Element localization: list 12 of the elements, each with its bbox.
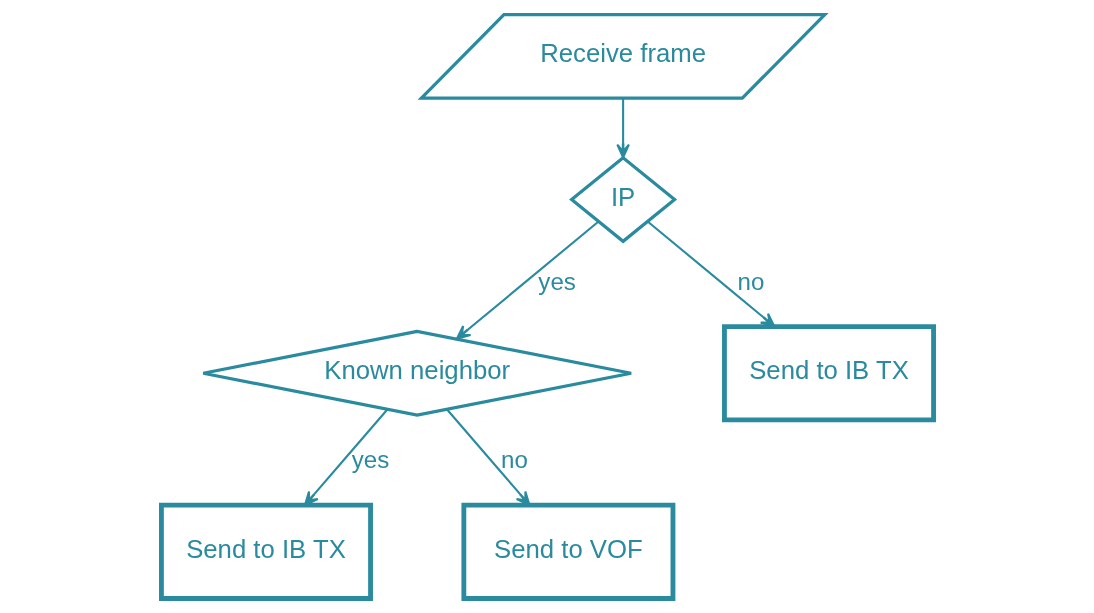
edge-label: yes: [351, 446, 389, 474]
arrow: [455, 220, 599, 340]
node-box: Send to IB TX: [721, 324, 936, 423]
node-diamond: Known neighbor: [201, 329, 633, 417]
arrow: [615, 98, 630, 159]
edge-label: no: [500, 446, 528, 474]
node-diamond: IP: [568, 155, 677, 244]
node-box: Send to IB TX: [158, 502, 373, 601]
arrow: [646, 220, 775, 328]
node-box: Send to VOF: [460, 502, 675, 601]
edge-label: yes: [537, 267, 576, 295]
edge-label: no: [737, 267, 764, 295]
